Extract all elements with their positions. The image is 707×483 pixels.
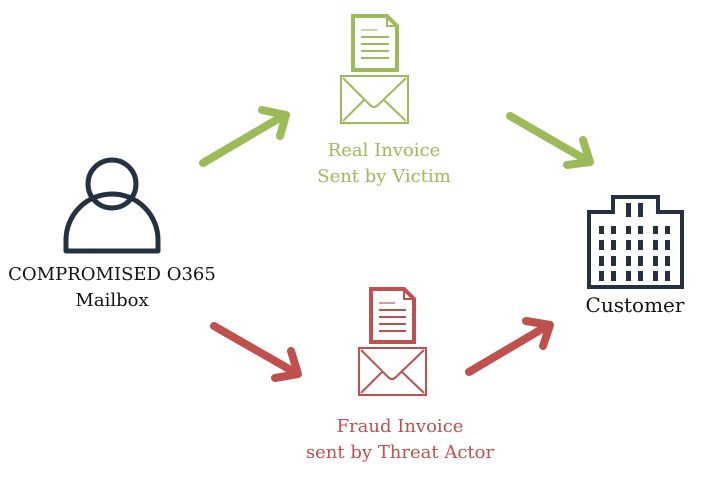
fraud-invoice-label-line2: sent by Threat Actor: [305, 442, 495, 463]
building-icon: [587, 195, 684, 289]
real-invoice-label-line1: Real Invoice: [327, 140, 441, 161]
mailbox-label-line2: Mailbox: [75, 290, 149, 311]
arrow-real-invoice-to-customer: [506, 112, 594, 169]
mailbox-label: COMPROMISED O365 Mailbox: [2, 262, 222, 314]
real-invoice-label: Real Invoice Sent by Victim: [294, 138, 474, 190]
fraud-invoice-label: Fraud Invoice sent by Threat Actor: [290, 414, 510, 466]
fraud-invoice-label-line1: Fraud Invoice: [336, 416, 464, 437]
mailbox-label-line1: COMPROMISED O365: [8, 264, 216, 285]
real-invoice-document-icon: [351, 14, 399, 72]
real-invoice-label-line2: Sent by Victim: [317, 166, 451, 187]
real-invoice-envelope-icon: [340, 75, 409, 124]
arrow-mailbox-to-fraud-invoice: [210, 322, 302, 382]
user-icon: [63, 157, 161, 254]
customer-label: Customer: [575, 292, 695, 318]
fraud-invoice-envelope-icon: [358, 347, 427, 396]
fraud-invoice-document-icon: [369, 287, 416, 344]
arrow-fraud-invoice-to-customer: [465, 317, 554, 376]
arrow-mailbox-to-real-invoice: [199, 106, 290, 167]
customer-label-text: Customer: [585, 293, 685, 317]
